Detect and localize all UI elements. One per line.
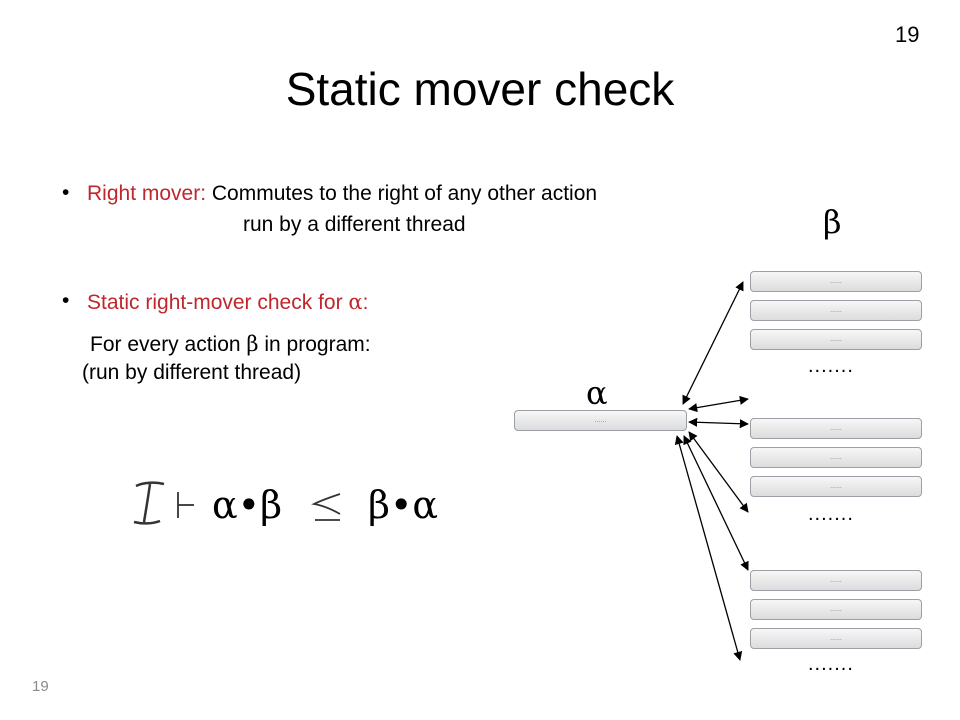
beta-action-box: ...... (750, 570, 922, 591)
arrow-6 (674, 435, 743, 661)
formula-glyphs: α•β β•α (133, 481, 438, 527)
beta-action-box: ...... (750, 476, 922, 497)
bullet-2-colon: : (362, 291, 369, 314)
turnstile-symbol (177, 492, 194, 518)
arrow-3 (688, 417, 749, 429)
arrow-1 (682, 281, 744, 405)
right-mover-colon: : (200, 182, 207, 205)
bullet-2-text: Static right-mover check for (87, 291, 349, 314)
sub-line-2: (run by different thread) (82, 361, 302, 384)
bullet-1-text: Commutes to the right of any other actio… (206, 182, 598, 205)
sub-line-1-after: in program: (258, 333, 371, 356)
bullet-1-line-1: Right mover: Commutes to the right of an… (87, 181, 597, 207)
bullet-1-line-2: run by a different thread (243, 213, 466, 236)
group-1-ellipsis: ....... (808, 355, 854, 377)
alpha-label: α (586, 374, 608, 412)
sub-line-1-before: For every action (90, 333, 247, 356)
group-3-ellipsis: ....... (808, 653, 854, 675)
beta-action-box: ...... (750, 447, 922, 468)
right-mover-term: Right mover (87, 182, 201, 205)
invariant-symbol (133, 481, 165, 525)
beta-label: β (823, 203, 842, 241)
group-2-ellipsis: ....... (808, 503, 854, 525)
arrow-5 (683, 435, 749, 571)
bullet-dot-1: • (62, 181, 70, 204)
beta-symbol-inline: β (246, 332, 259, 356)
arrow-2 (688, 395, 749, 413)
preceq-symbol (311, 493, 341, 521)
formula-rhs: β•α (368, 483, 438, 527)
beta-action-box: ...... (750, 599, 922, 620)
beta-action-box: ...... (750, 300, 922, 321)
formula-lhs: α•β (212, 483, 282, 527)
beta-action-box: ...... (750, 418, 922, 439)
slide-number-top: 19 (895, 22, 920, 47)
right-mover-formula: α•β β•α (130, 474, 460, 534)
sub-line-1: For every action β in program: (90, 331, 371, 358)
bullet-2-line: Static right-mover check for α: (87, 289, 368, 316)
alpha-action-box: ...... (514, 410, 687, 431)
alpha-symbol-inline: α (348, 290, 363, 314)
beta-action-box: ...... (750, 329, 922, 350)
beta-action-box: ...... (750, 628, 922, 649)
slide-number-bottom: 19 (32, 678, 49, 695)
bullet-dot-2: • (62, 289, 70, 312)
slide-title: Static mover check (285, 63, 675, 115)
arrow-4 (688, 431, 749, 513)
beta-action-box: ...... (750, 271, 922, 292)
